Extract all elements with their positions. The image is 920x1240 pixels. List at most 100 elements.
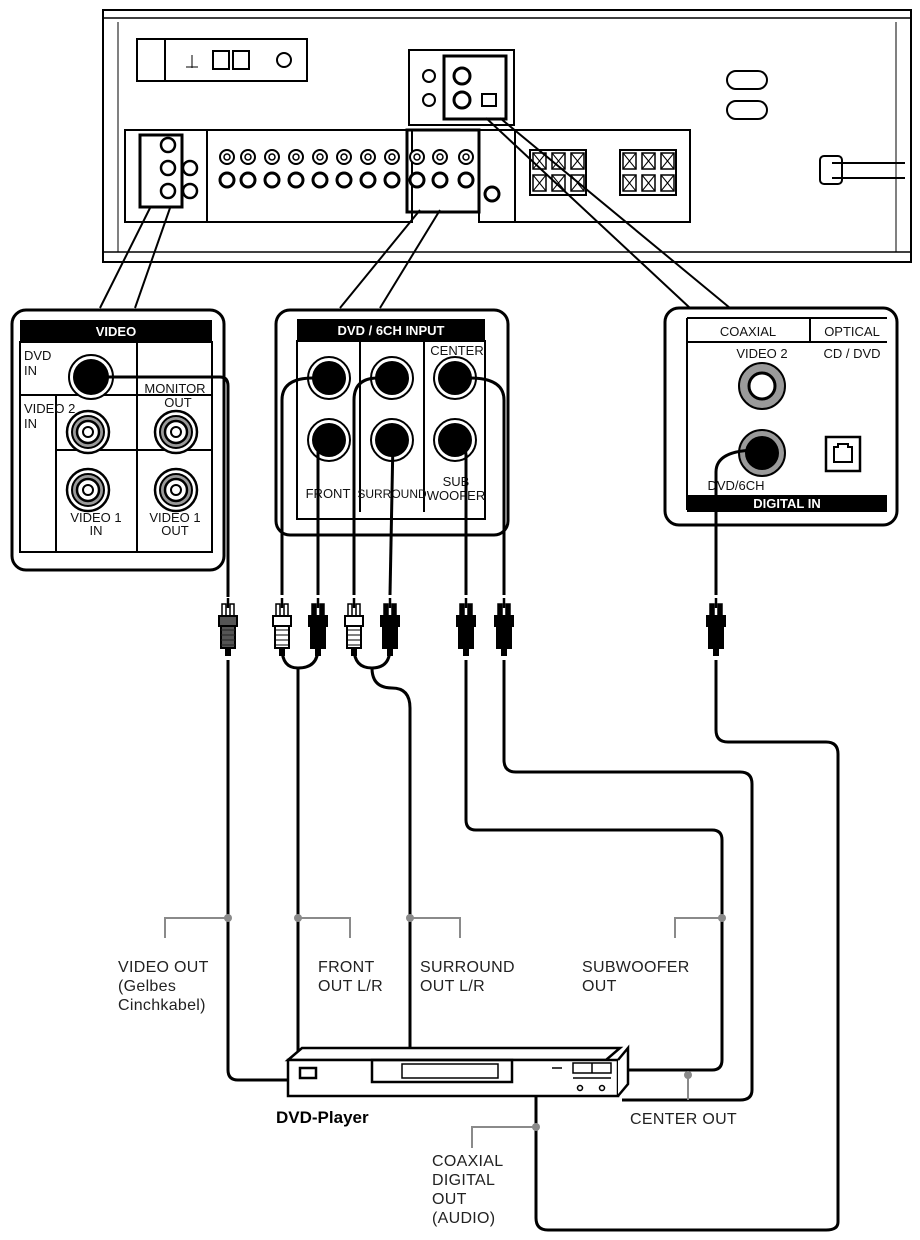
coaxial-jack-dvd6ch-icon <box>745 436 779 470</box>
rca-jack-icon <box>335 171 353 189</box>
coaxial-digital-out-label-1: COAXIAL <box>432 1153 503 1170</box>
surround-r-cable-upper <box>388 439 395 596</box>
plug-strain-relief-icon <box>501 648 507 656</box>
plug-strain-relief-icon <box>713 648 719 656</box>
video1-in-label-1: VIDEO 1 <box>70 510 121 525</box>
subwoofer-cable <box>464 660 724 1072</box>
cables <box>108 375 840 1232</box>
plug-body-icon <box>708 625 724 649</box>
speaker-terminal-mark-icon <box>551 152 566 170</box>
rca-jack-icon <box>159 136 177 154</box>
speaker-terminal-icon <box>570 174 585 192</box>
coaxial-cable-upper <box>714 448 759 595</box>
subwoofer-out-label-2: OUT <box>582 978 617 995</box>
rca-jack-center-icon <box>436 153 444 161</box>
plug-body-icon <box>310 625 326 649</box>
video-out-label-3: Cinchkabel) <box>118 997 206 1014</box>
plug-sleeve-icon <box>459 603 465 617</box>
surround-y-join <box>352 647 392 670</box>
dvd-6ch-coaxial-label: DVD/6CH <box>707 478 764 493</box>
rca-jack-icon <box>287 171 305 189</box>
plug-sleeve-icon <box>717 603 723 617</box>
plug-sleeve-icon <box>355 603 361 617</box>
plug-sleeve-icon <box>347 603 353 617</box>
plug-collar-icon <box>344 615 364 627</box>
video-cable <box>226 660 290 1082</box>
rca-jack-icon <box>431 171 449 189</box>
speaker-terminal-icon <box>641 152 656 170</box>
front-out-label-2: OUT L/R <box>318 978 383 995</box>
plugs <box>218 598 726 656</box>
front-label: FRONT <box>306 486 351 501</box>
monitor-out-label-1: MONITOR <box>144 381 205 396</box>
plug-collar-icon <box>456 615 476 627</box>
speaker-terminal-icon <box>660 152 675 170</box>
rca-jack-icon <box>218 171 236 189</box>
center-cable <box>502 660 754 1102</box>
speaker-terminal-mark-icon <box>660 152 675 170</box>
plug-sleeve-icon <box>505 603 511 617</box>
rca-jack-icon <box>159 182 177 200</box>
rca-jack-icon <box>360 149 376 165</box>
optical-port-shape-icon <box>833 443 853 463</box>
jack-solid-icon <box>438 361 472 395</box>
rca-jack-icon <box>264 149 280 165</box>
surround-l-cable-upper <box>352 376 379 595</box>
rca-jack-center-icon <box>223 153 231 161</box>
dvd-in-label-1: DVD <box>24 348 51 363</box>
plug-collar-icon <box>380 615 400 627</box>
coaxial-jack-video2-icon <box>747 371 777 401</box>
front-out-label-1: FRONT <box>318 959 375 976</box>
rca-jack-icon <box>219 149 235 165</box>
subwoofer-cable-upper <box>454 438 468 595</box>
plug-strain-relief-icon <box>315 648 321 656</box>
rca-jack-icon <box>383 171 401 189</box>
speaker-terminal-mark-icon <box>622 174 637 192</box>
center-label: CENTER <box>430 343 483 358</box>
jack-pin-icon <box>170 426 182 438</box>
rca-jack-icon <box>432 149 448 165</box>
rca-jack-icon <box>288 149 304 165</box>
rca-jack-icon <box>181 182 199 200</box>
rca-jack-icon <box>240 149 256 165</box>
receiver-rear-panel <box>102 9 912 263</box>
dvd-player-label: DVD-Player <box>276 1108 369 1127</box>
jack-pin-icon <box>82 484 94 496</box>
optical-label: OPTICAL <box>824 324 880 339</box>
video1-out-label-1: VIDEO 1 <box>149 510 200 525</box>
coaxial-digital-out-label-2: DIGITAL <box>432 1172 495 1189</box>
jack-pin-icon <box>170 484 182 496</box>
rca-jack-icon <box>263 171 281 189</box>
rca-jack-icon <box>239 171 257 189</box>
speaker-terminal-icon <box>641 174 656 192</box>
plug-collar-icon <box>494 615 514 627</box>
subwoofer-label-1: SUB <box>443 474 470 489</box>
speaker-terminal-icon <box>622 152 637 170</box>
front-l-cable-upper <box>280 376 314 595</box>
rca-jack-center-icon <box>268 153 276 161</box>
dvd6ch-panel-header: DVD / 6CH INPUT <box>338 323 445 338</box>
rca-jack-center-icon <box>244 153 252 161</box>
video1-out-label-2: OUT <box>161 523 189 538</box>
rca-jack-icon <box>336 149 352 165</box>
plug-sleeve-icon <box>221 603 227 617</box>
plug-body-icon <box>496 625 512 649</box>
video2-in-label-2: IN <box>24 416 37 431</box>
plug-collar-icon <box>308 615 328 627</box>
callout-dots <box>224 914 726 1131</box>
speaker-terminal-mark-icon <box>532 152 547 170</box>
plug-body-icon <box>382 625 398 649</box>
plug-sleeve-icon <box>467 603 473 617</box>
video2-coaxial-label: VIDEO 2 <box>736 346 787 361</box>
video-out-label-1: VIDEO OUT <box>118 959 209 976</box>
rca-jack-icon <box>483 185 501 203</box>
speaker-terminal-icon <box>570 152 585 170</box>
video-out-label-2: (Gelbes <box>118 978 176 995</box>
plug-body-icon <box>458 625 474 649</box>
jack-solid-icon <box>375 361 409 395</box>
surround-out-label-2: OUT L/R <box>420 978 485 995</box>
plug-strain-relief-icon <box>463 648 469 656</box>
rca-jack-icon <box>181 159 199 177</box>
rca-jack-icon <box>311 171 329 189</box>
plug-sleeve-icon <box>319 603 325 617</box>
